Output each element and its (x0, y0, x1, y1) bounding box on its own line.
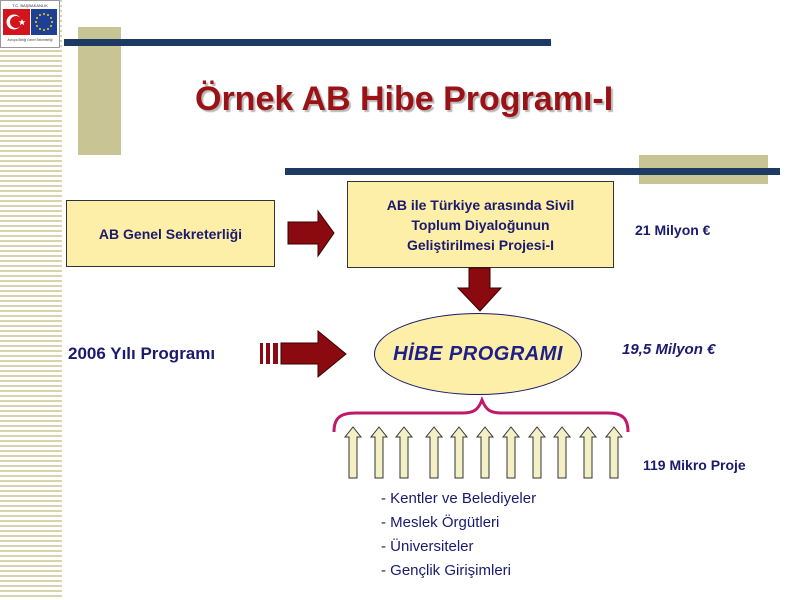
micro-projects-label: 119 Mikro Proje (643, 457, 746, 473)
secretariat-box: AB Genel Sekreterliği (66, 200, 275, 267)
micro-project-arrows (343, 426, 624, 479)
logo-subcaption: Avrupa Birliği Genel Sekreterliği (8, 38, 53, 42)
project-box: AB ile Türkiye arasında Sivil Toplum Diy… (347, 181, 614, 268)
arrow-down-to-grant (456, 267, 503, 312)
arrow-right-to-grant (260, 329, 347, 379)
list-item: - Kentler ve Belediyeler (381, 490, 537, 507)
decor-bar-middle (285, 168, 780, 175)
left-stripe-decoration (0, 0, 62, 600)
logo-caption: T.C. BAŞBAKANLIK (12, 3, 48, 8)
list-item: - Meslek Örgütleri (381, 514, 500, 531)
project-budget-label: 21 Milyon € (635, 222, 711, 238)
secretariat-label: AB Genel Sekreterliği (98, 225, 243, 242)
project-label: AB ile Türkiye arasında Sivil Toplum Diy… (386, 196, 575, 253)
arrow-right-to-project (287, 209, 335, 258)
program-year-label: 2006 Yılı Programı (68, 344, 216, 363)
grant-program-ellipse: HİBE PROGRAMI (374, 313, 582, 395)
decor-rect-top (78, 27, 121, 155)
logo: T.C. BAŞBAKANLIK Avrupa Birliği Genel Se… (0, 0, 60, 48)
list-item: - Gençlik Girişimleri (381, 562, 512, 579)
beneficiaries-list: - Kentler ve Belediyeler - Meslek Örgütl… (381, 487, 536, 583)
logo-graphic: T.C. BAŞBAKANLIK Avrupa Birliği Genel Se… (3, 3, 57, 42)
grant-program-label: HİBE PROGRAMI (393, 342, 563, 365)
grant-budget-label: 19,5 Milyon € (622, 341, 716, 358)
list-item: - Üniversiteler (381, 538, 474, 555)
decor-bar-top (64, 39, 551, 46)
brace-icon (332, 395, 630, 433)
page-title: Örnek AB Hibe Programı-I (195, 80, 614, 118)
